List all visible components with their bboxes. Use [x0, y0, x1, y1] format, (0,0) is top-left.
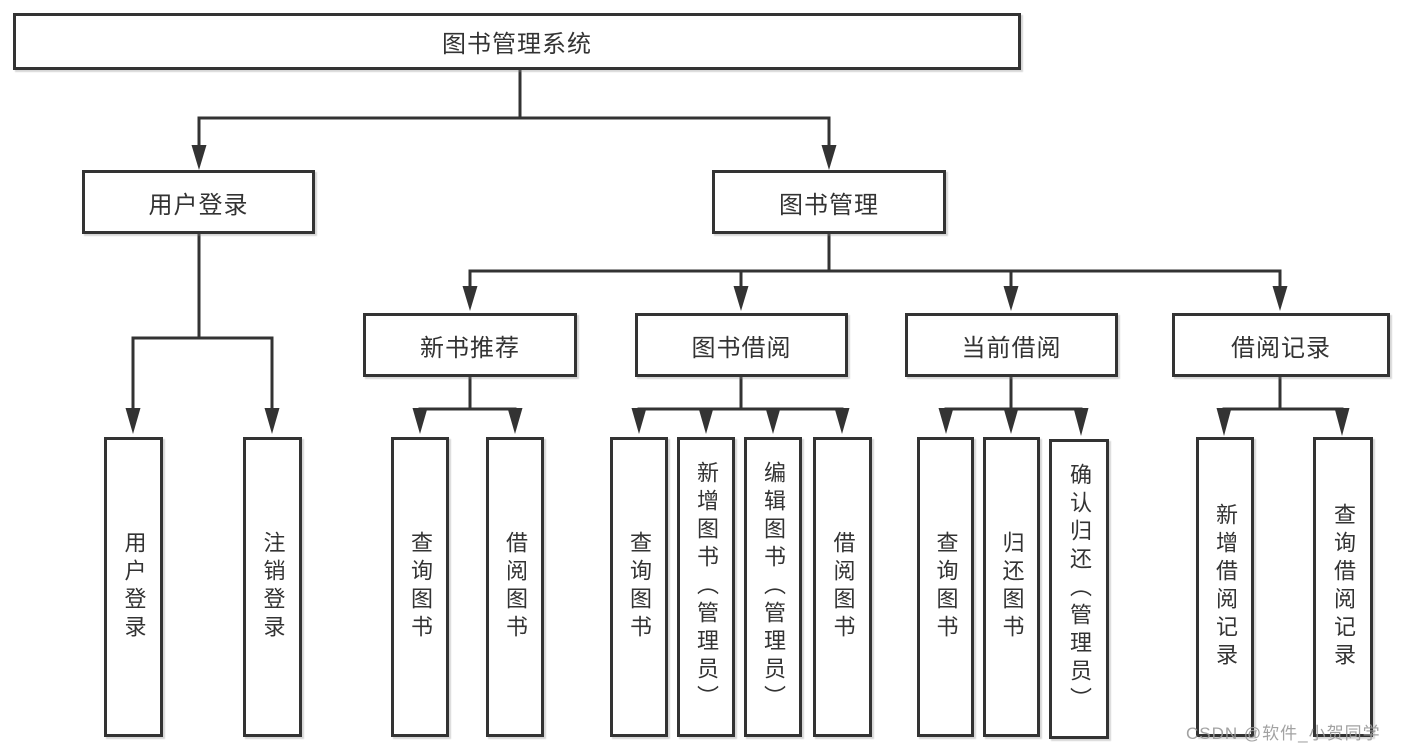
leaf-bb-query-book-label: 查询图书	[627, 531, 652, 643]
leaf-bb-add-book-admin: 新增图书（管理员）	[677, 437, 735, 737]
leaf-cb-return-book-label: 归还图书	[999, 531, 1025, 643]
leaf-bb-edit-book-admin: 编辑图书（管理员）	[744, 437, 802, 737]
node-book-borrow: 图书借阅	[635, 313, 848, 377]
node-borrow-record: 借阅记录	[1172, 313, 1390, 377]
leaf-cb-confirm-return-admin: 确认归还（管理员）	[1049, 439, 1109, 739]
leaf-nb-borrow-book-label: 借阅图书	[503, 531, 528, 643]
node-book-borrow-label: 图书借阅	[691, 334, 792, 362]
leaf-bb-borrow-book-label: 借阅图书	[830, 531, 856, 643]
node-book-management-label: 图书管理	[779, 191, 879, 219]
leaf-nb-query-book: 查询图书	[391, 437, 449, 737]
leaf-bb-edit-book-admin-label: 编辑图书（管理员）	[761, 461, 786, 713]
leaf-nb-query-book-label: 查询图书	[408, 531, 433, 643]
leaf-cb-return-book: 归还图书	[983, 437, 1040, 737]
node-root: 图书管理系统	[13, 13, 1021, 70]
leaf-bb-add-book-admin-label: 新增图书（管理员）	[694, 461, 719, 713]
leaf-nb-borrow-book: 借阅图书	[486, 437, 544, 737]
leaf-user-login: 用户登录	[104, 437, 163, 737]
leaf-br-query-record: 查询借阅记录	[1313, 437, 1373, 737]
node-new-book-recommend: 新书推荐	[363, 313, 577, 377]
watermark: CSDN @软件_小贺同学	[1186, 724, 1381, 743]
leaf-cb-confirm-return-admin-label: 确认归还（管理员）	[1067, 463, 1092, 715]
leaf-cb-query-book-label: 查询图书	[933, 531, 959, 643]
leaf-br-query-record-label: 查询借阅记录	[1331, 503, 1356, 671]
leaf-logout-login: 注销登录	[243, 437, 302, 737]
node-user-login: 用户登录	[82, 170, 315, 234]
leaf-br-add-record: 新增借阅记录	[1196, 437, 1254, 737]
leaf-br-add-record-label: 新增借阅记录	[1213, 503, 1238, 671]
node-new-book-recommend-label: 新书推荐	[420, 334, 520, 362]
leaf-bb-borrow-book: 借阅图书	[813, 437, 872, 737]
node-book-management: 图书管理	[712, 170, 946, 234]
leaf-cb-query-book: 查询图书	[917, 437, 974, 737]
leaf-logout-login-label: 注销登录	[260, 531, 286, 643]
node-user-login-label: 用户登录	[148, 191, 249, 219]
leaf-bb-query-book: 查询图书	[610, 437, 668, 737]
node-current-borrow-label: 当前借阅	[961, 334, 1062, 362]
node-current-borrow: 当前借阅	[905, 313, 1118, 377]
leaf-user-login-label: 用户登录	[121, 531, 147, 643]
node-borrow-record-label: 借阅记录	[1231, 334, 1331, 362]
node-root-label: 图书管理系统	[442, 31, 592, 58]
